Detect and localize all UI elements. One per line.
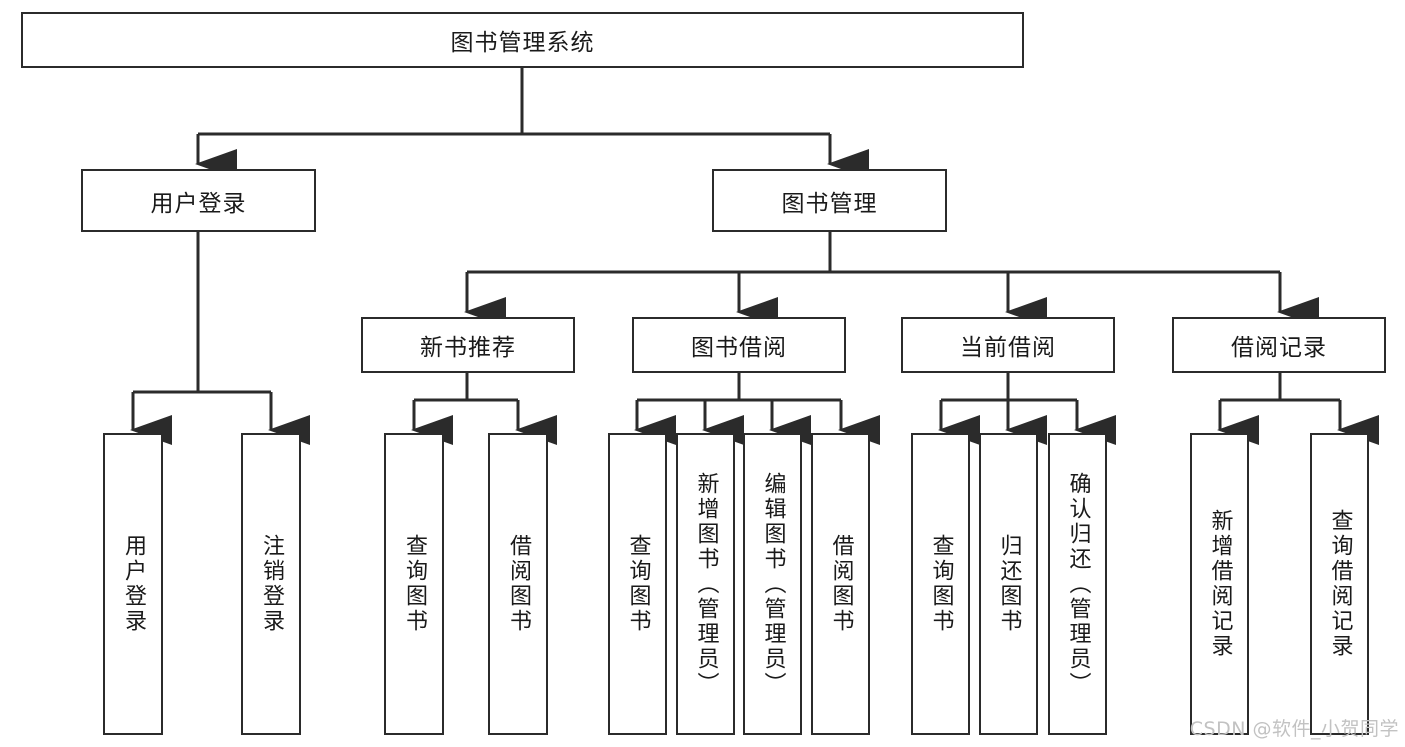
- leaf-user-login-logout[interactable]: 注销登录: [241, 433, 301, 735]
- leaf-current-query-book[interactable]: 查询图书: [911, 433, 970, 735]
- node-book-borrow-label: 图书借阅: [691, 335, 787, 361]
- leaf-label: 归还图书: [996, 534, 1022, 634]
- leaf-label: 注销登录: [259, 534, 284, 634]
- leaf-new-book-query[interactable]: 查询图书: [384, 433, 444, 735]
- leaf-borrow-query-book[interactable]: 查询图书: [608, 433, 667, 735]
- leaf-label: 查询图书: [402, 534, 427, 634]
- node-book-management-label: 图书管理: [781, 190, 878, 217]
- leaf-borrow-borrow-book[interactable]: 借阅图书: [811, 433, 870, 735]
- leaf-label: 编辑图书（管理员）: [760, 471, 786, 697]
- node-new-book-recommend[interactable]: 新书推荐: [361, 317, 575, 373]
- node-book-borrow[interactable]: 图书借阅: [632, 317, 846, 373]
- leaf-record-add[interactable]: 新增借阅记录: [1190, 433, 1249, 735]
- watermark: CSDN @软件_小贺同学: [1189, 718, 1399, 740]
- node-book-management[interactable]: 图书管理: [712, 169, 947, 232]
- leaf-record-query[interactable]: 查询借阅记录: [1310, 433, 1369, 735]
- node-user-login[interactable]: 用户登录: [81, 169, 316, 232]
- leaf-label: 新增图书（管理员）: [693, 471, 719, 697]
- node-current-borrow-label: 当前借阅: [960, 335, 1056, 361]
- node-root-label: 图书管理系统: [450, 30, 595, 56]
- leaf-label: 借阅图书: [828, 534, 854, 634]
- node-current-borrow[interactable]: 当前借阅: [901, 317, 1115, 373]
- leaf-borrow-add-book[interactable]: 新增图书（管理员）: [676, 433, 735, 735]
- leaf-current-confirm-return[interactable]: 确认归还（管理员）: [1048, 433, 1107, 735]
- leaf-label: 借阅图书: [506, 534, 531, 634]
- node-root[interactable]: 图书管理系统: [21, 12, 1024, 68]
- node-user-login-label: 用户登录: [150, 190, 247, 217]
- node-new-book-recommend-label: 新书推荐: [420, 335, 516, 361]
- leaf-label: 查询借阅记录: [1327, 509, 1353, 659]
- leaf-new-book-borrow[interactable]: 借阅图书: [488, 433, 548, 735]
- leaf-label: 查询图书: [625, 534, 651, 634]
- leaf-label: 查询图书: [928, 534, 954, 634]
- leaf-label: 新增借阅记录: [1207, 509, 1233, 659]
- leaf-current-return-book[interactable]: 归还图书: [979, 433, 1038, 735]
- leaf-user-login-login[interactable]: 用户登录: [103, 433, 163, 735]
- node-borrow-record[interactable]: 借阅记录: [1172, 317, 1386, 373]
- leaf-label: 确认归还（管理员）: [1065, 471, 1091, 697]
- leaf-label: 用户登录: [121, 534, 146, 634]
- leaf-borrow-edit-book[interactable]: 编辑图书（管理员）: [743, 433, 802, 735]
- node-borrow-record-label: 借阅记录: [1231, 335, 1327, 361]
